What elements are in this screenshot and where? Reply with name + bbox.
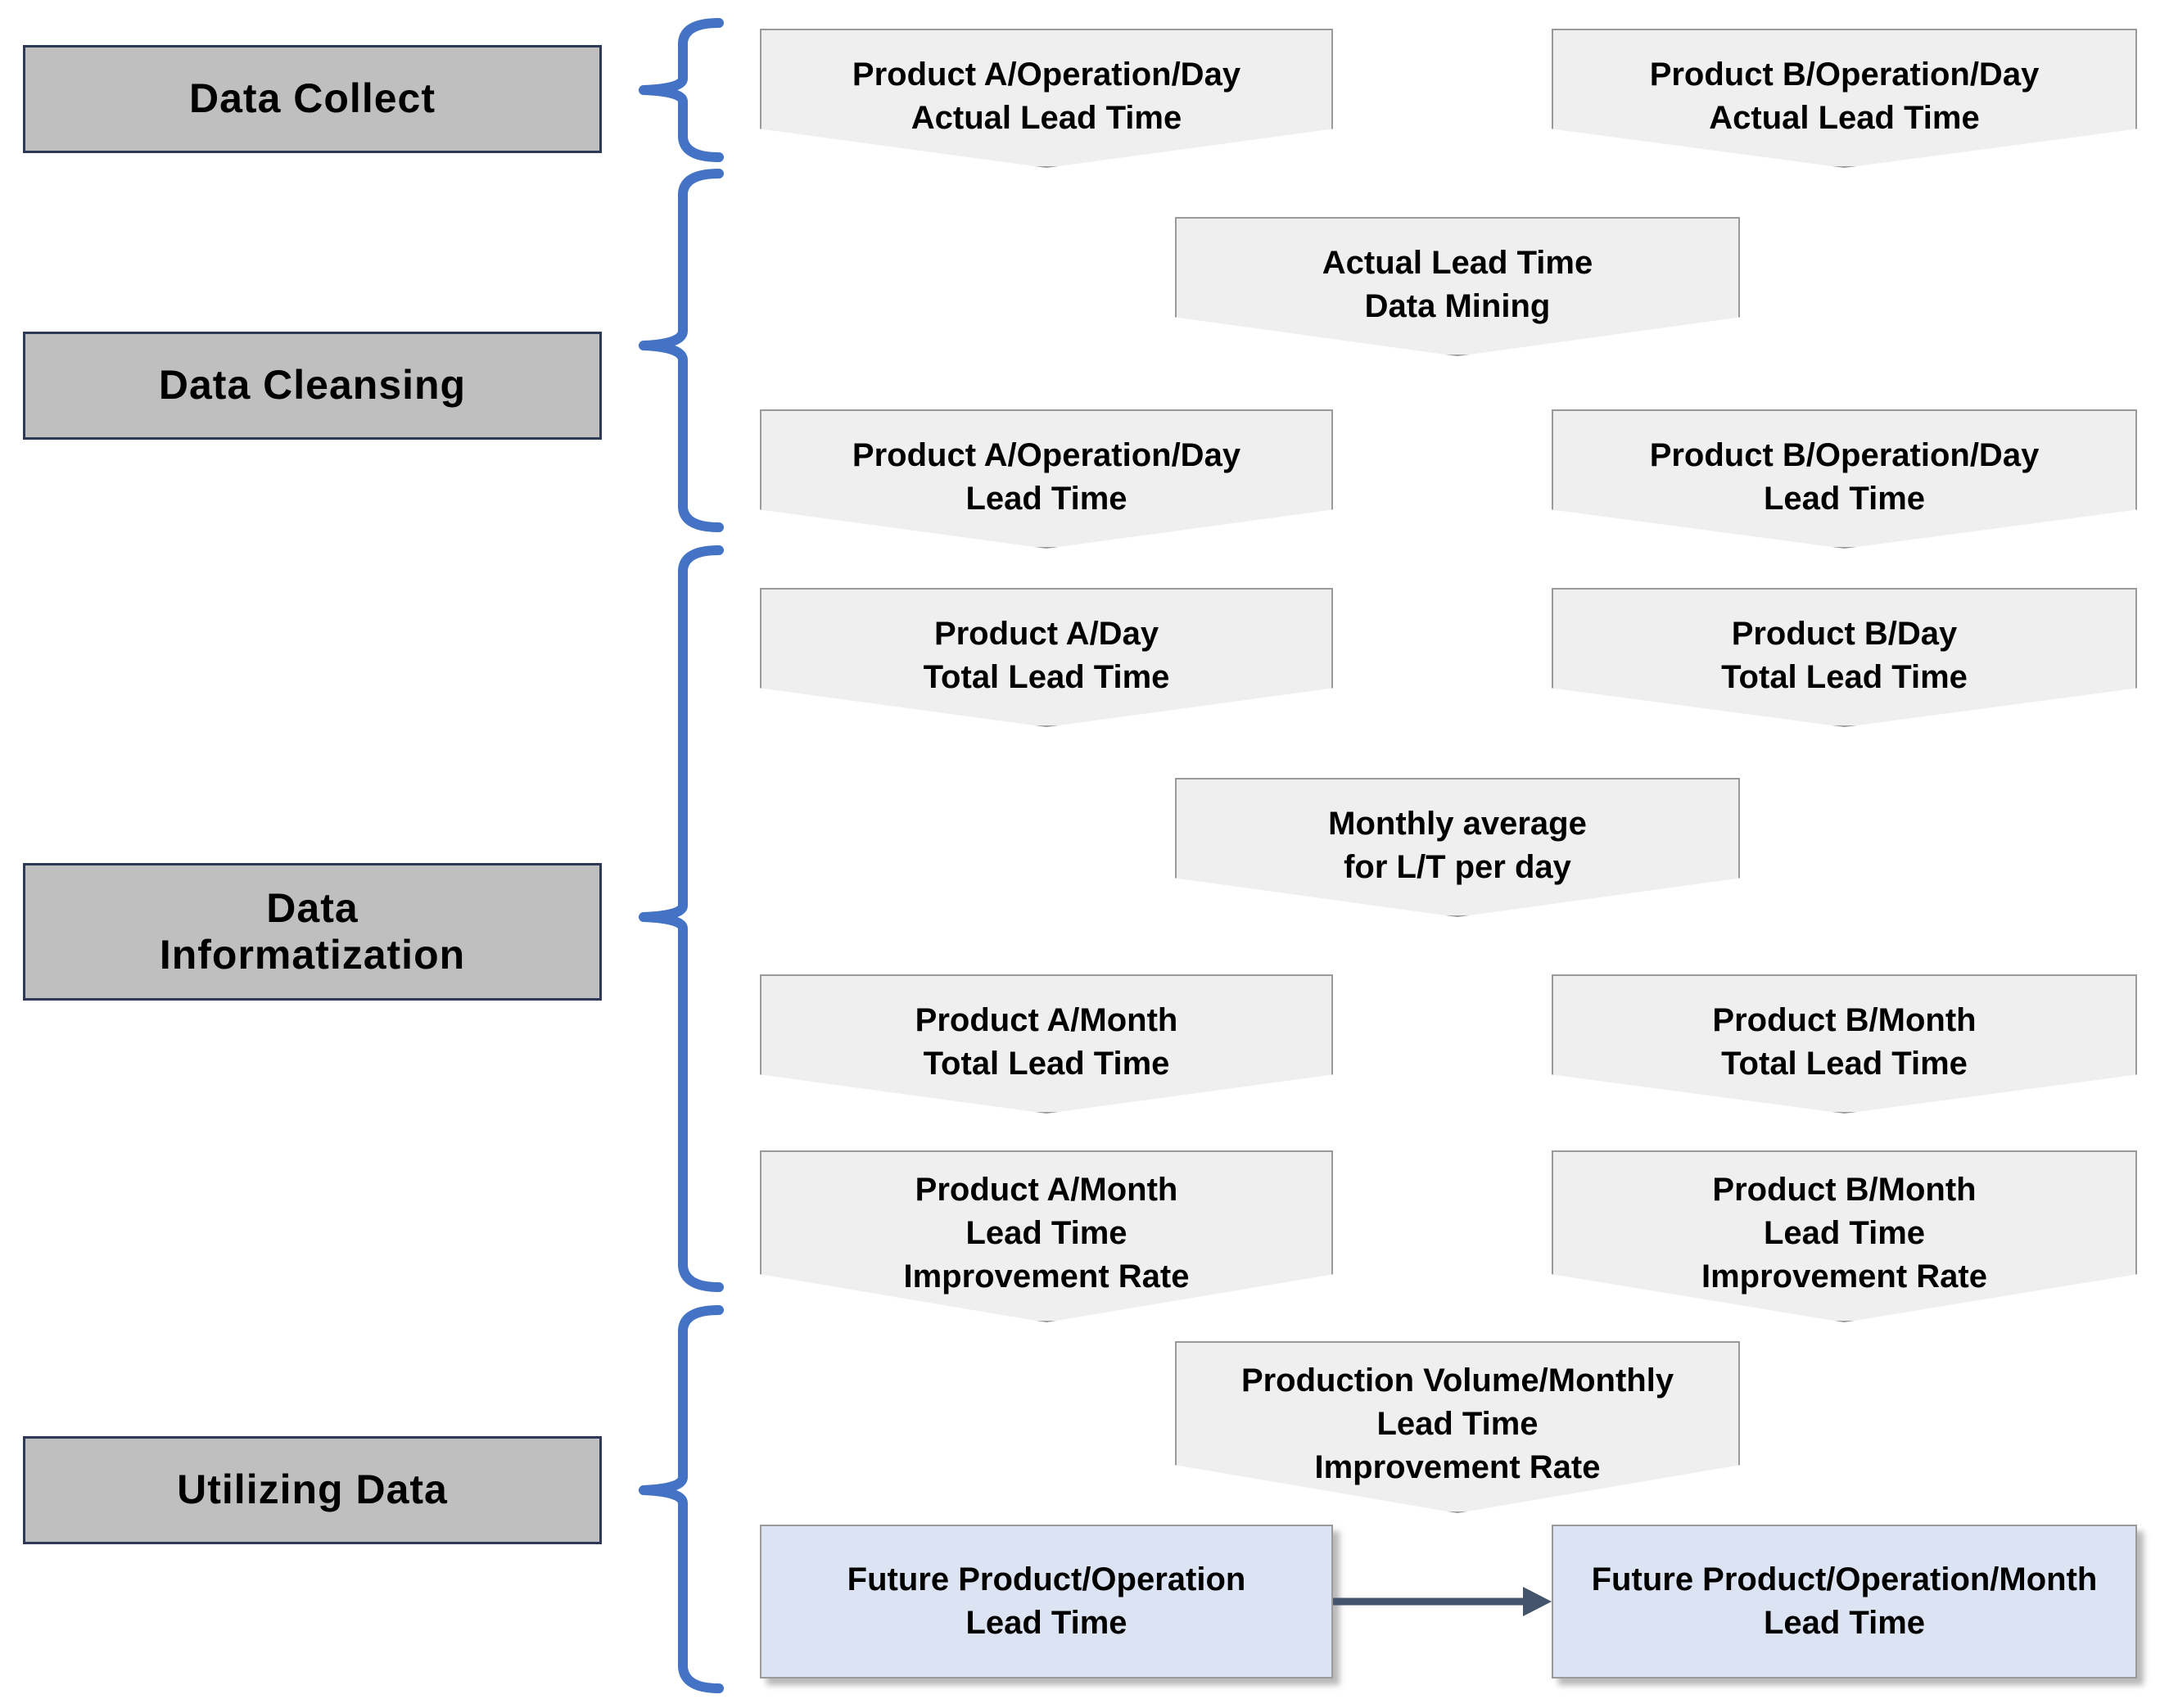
brace-data-cleansing — [637, 169, 724, 532]
card-text: Product A/Month Total Lead Time — [915, 1002, 1178, 1082]
card-product-b-day-total-lead-time[interactable]: Product B/Day Total Lead Time — [1552, 588, 2137, 727]
card-text: Product B/Month Lead Time Improvement Ra… — [1701, 1172, 1987, 1295]
card-text: Product B/Month Total Lead Time — [1712, 1002, 1977, 1082]
card-actual-lead-time-data-mining[interactable]: Actual Lead Time Data Mining — [1175, 217, 1740, 356]
card-text: Future Product/Operation/Month Lead Time — [1591, 1561, 2098, 1641]
brace-data-collect — [637, 18, 724, 162]
card-product-b-operation-day-actual-lead-time[interactable]: Product B/Operation/Day Actual Lead Time — [1552, 29, 2137, 168]
stage-label-text: Utilizing Data — [177, 1466, 448, 1513]
card-text: Product B/Day Total Lead Time — [1721, 616, 1968, 695]
card-product-a-operation-day-lead-time[interactable]: Product A/Operation/Day Lead Time — [760, 409, 1333, 549]
card-product-a-day-total-lead-time[interactable]: Product A/Day Total Lead Time — [760, 588, 1333, 727]
card-text: Product B/Operation/Day Lead Time — [1649, 437, 2040, 517]
stage-label-data-collect[interactable]: Data Collect — [23, 45, 602, 153]
stage-label-text: Data Informatization — [159, 884, 466, 978]
stage-label-text: Data Collect — [189, 75, 436, 122]
brace-data-informatization — [637, 545, 724, 1292]
stage-label-utilizing-data[interactable]: Utilizing Data — [23, 1436, 602, 1544]
stage-label-text: Data Cleansing — [158, 362, 467, 409]
card-product-b-operation-day-lead-time[interactable]: Product B/Operation/Day Lead Time — [1552, 409, 2137, 549]
card-text: Future Product/Operation Lead Time — [847, 1561, 1246, 1641]
card-text: Product A/Month Lead Time Improvement Ra… — [903, 1172, 1190, 1295]
card-future-product-operation-month-lead-time[interactable]: Future Product/Operation/Month Lead Time — [1552, 1525, 2137, 1679]
connector-future-operation-to-month — [1333, 1580, 1554, 1623]
stage-label-data-cleansing[interactable]: Data Cleansing — [23, 332, 602, 440]
card-product-a-operation-day-actual-lead-time[interactable]: Product A/Operation/Day Actual Lead Time — [760, 29, 1333, 168]
card-text: Monthly average for L/T per day — [1328, 806, 1587, 885]
card-future-product-operation-lead-time[interactable]: Future Product/Operation Lead Time — [760, 1525, 1333, 1679]
card-text: Product A/Day Total Lead Time — [923, 616, 1170, 695]
card-text: Production Volume/Monthly Lead Time Impr… — [1240, 1362, 1674, 1485]
card-product-a-month-total-lead-time[interactable]: Product A/Month Total Lead Time — [760, 974, 1333, 1114]
card-text: Product A/Operation/Day Actual Lead Time — [852, 56, 1241, 136]
card-production-volume-monthly-lead-time-improvement-rate[interactable]: Production Volume/Monthly Lead Time Impr… — [1175, 1341, 1740, 1513]
card-product-b-month-lead-time-improvement-rate[interactable]: Product B/Month Lead Time Improvement Ra… — [1552, 1150, 2137, 1322]
card-text: Product B/Operation/Day Actual Lead Time — [1649, 56, 2040, 136]
card-text: Product A/Operation/Day Lead Time — [852, 437, 1241, 517]
card-product-b-month-total-lead-time[interactable]: Product B/Month Total Lead Time — [1552, 974, 2137, 1114]
card-text: Actual Lead Time Data Mining — [1322, 245, 1593, 324]
card-monthly-average-lt-per-day[interactable]: Monthly average for L/T per day — [1175, 778, 1740, 917]
brace-utilizing-data — [637, 1305, 724, 1693]
stage-label-data-informatization[interactable]: Data Informatization — [23, 863, 602, 1001]
card-product-a-month-lead-time-improvement-rate[interactable]: Product A/Month Lead Time Improvement Ra… — [760, 1150, 1333, 1322]
